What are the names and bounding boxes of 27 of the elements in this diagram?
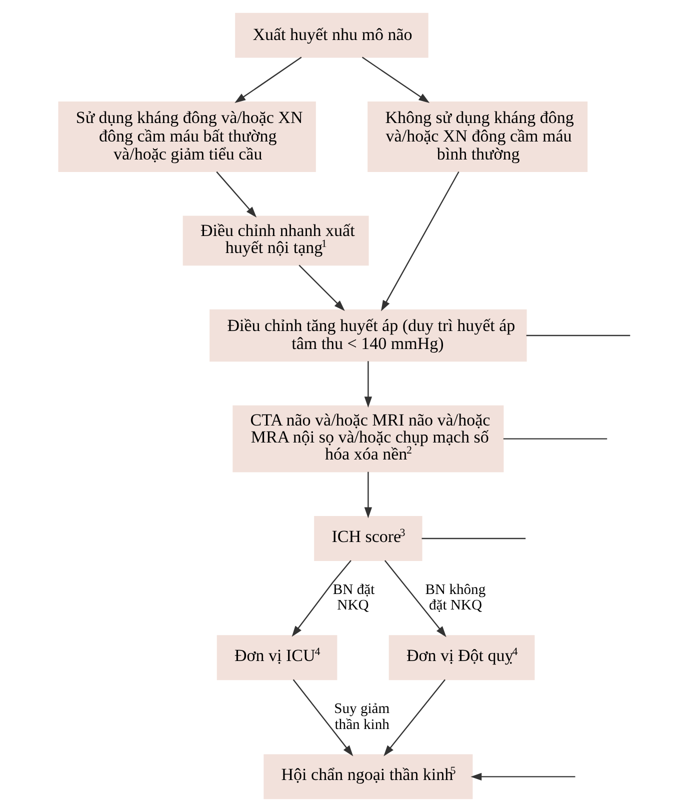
node-box: Xuất huyết nhu mô não [235,12,428,58]
edge-label: BN đặt NKQ [332,582,375,614]
edge-label: Suy giảm thần kinh [334,701,390,733]
node-box: Điều chỉnh tăng huyết áp (duy trì huyết áp tâm thu < 140 mmHg) [210,309,527,362]
arrow [234,56,302,103]
arrow [384,679,446,756]
node-box: Đơn vị Đột quỵ$^{4}$ [388,635,535,680]
arrow [298,264,345,311]
arrow [216,171,257,218]
edge-label: BN không đặt NKQ [425,582,486,614]
arrow [381,171,460,312]
arrow [292,560,352,637]
arrow [364,472,372,518]
connector [422,538,526,540]
node-box: CTA não và/hoặc MRI não và/hoặc MRA nội sọ và/hoặc chụp mạch số hóa xóa nền$^{2}$ [232,405,504,472]
node-box: Điều chỉnh nhanh xuất huyết nội tạng$^{1}$ [182,216,369,266]
node-box: Không sử dụng kháng đông và/hoặc XN đông cầm máu bình thường [368,102,588,172]
arrow [292,679,354,756]
node-box: Đơn vị ICU$^{4}$ [216,635,338,680]
arrow [470,772,576,781]
node-box: Sử dụng kháng đông và/hoặc XN đông cầm máu bất thường và/hoặc giảm tiểu cầu [58,102,316,172]
arrow [384,560,446,638]
node-box: ICH score$^{3}$ [314,516,422,561]
connector [503,438,608,440]
arrow [362,56,430,103]
connector [526,334,630,336]
arrow [364,361,372,408]
